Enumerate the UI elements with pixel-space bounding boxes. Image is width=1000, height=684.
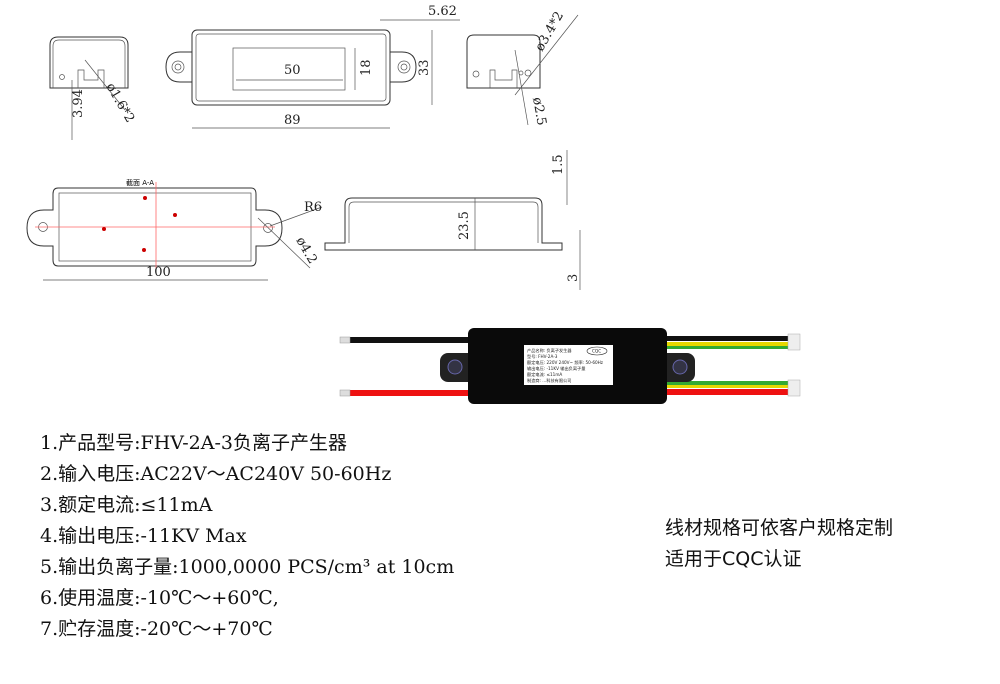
dim-23-5: 23.5 <box>457 211 472 240</box>
section-view: 截面 A-A 100 R6 ø4.2 <box>26 178 323 281</box>
spec-item: 4.输出电压:-11KV Max <box>40 525 247 547</box>
spec-item: 1.产品型号:FHV-2A-3负离子产生器 <box>40 432 347 454</box>
spec-item: 3.额定电流:≤11mA <box>40 494 213 516</box>
top-view: 50 18 33 89 5.62 <box>165 4 460 129</box>
cert-mark: CQC <box>592 349 601 354</box>
side-view: 23.5 1.5 3 <box>324 150 581 290</box>
dim-3-94: 3.94 <box>71 89 86 118</box>
note-item: 线材规格可依客户规格定制 <box>665 517 894 539</box>
dim-hole-1-6: ø1.6*2 <box>103 81 138 126</box>
label-line: 输出电压: -11KV 输出负离子量 <box>527 365 585 372</box>
product-image: CQC 产品名称: 负离子发生器 型号: FHV-2A-3 额定电压: 220V… <box>339 328 801 404</box>
label-line: 额定电流: ≤11mA <box>527 371 562 378</box>
spec-item: 2.输入电压:AC22V～AC240V 50-60Hz <box>40 463 392 485</box>
label-line: 型号: FHV-2A-3 <box>527 353 558 360</box>
dim-100: 100 <box>146 265 171 280</box>
notes: 线材规格可依客户规格定制 适用于CQC认证 <box>665 513 893 575</box>
dim-5-62: 5.62 <box>428 4 457 19</box>
end-view-left: 3.94 ø1.6*2 <box>49 36 138 140</box>
spec-item: 7.贮存温度:-20℃～+70℃ <box>40 618 273 640</box>
dim-hole-4-2: ø4.2 <box>293 235 320 267</box>
dim-3: 3 <box>566 274 581 282</box>
spec-item: 5.输出负离子量:1000,0000 PCS/cm³ at 10cm <box>40 556 455 578</box>
label-line: 制造商: ...科技有限公司 <box>527 377 571 384</box>
dim-hole-2-5: ø2.5 <box>529 96 549 127</box>
label-line: 产品名称: 负离子发生器 <box>527 347 572 354</box>
dim-r6: R6 <box>304 200 322 215</box>
label-line: 额定电压: 220V 240V~ 频率: 50-60Hz <box>527 359 604 366</box>
spec-list: 1.产品型号:FHV-2A-3负离子产生器 2.输入电压:AC22V～AC240… <box>40 428 454 645</box>
dim-1-5: 1.5 <box>551 154 566 175</box>
dim-50: 50 <box>284 63 301 78</box>
dim-33: 33 <box>417 59 432 76</box>
dim-89: 89 <box>284 113 301 128</box>
note-item: 适用于CQC认证 <box>665 548 802 570</box>
dim-hole-3-4: ø3.4*2 <box>532 9 567 54</box>
dim-18: 18 <box>359 59 374 76</box>
section-label: 截面 A-A <box>126 178 154 187</box>
end-view-right: ø3.4*2 ø2.5 <box>466 9 579 127</box>
spec-item: 6.使用温度:-10℃～+60℃, <box>40 587 279 609</box>
